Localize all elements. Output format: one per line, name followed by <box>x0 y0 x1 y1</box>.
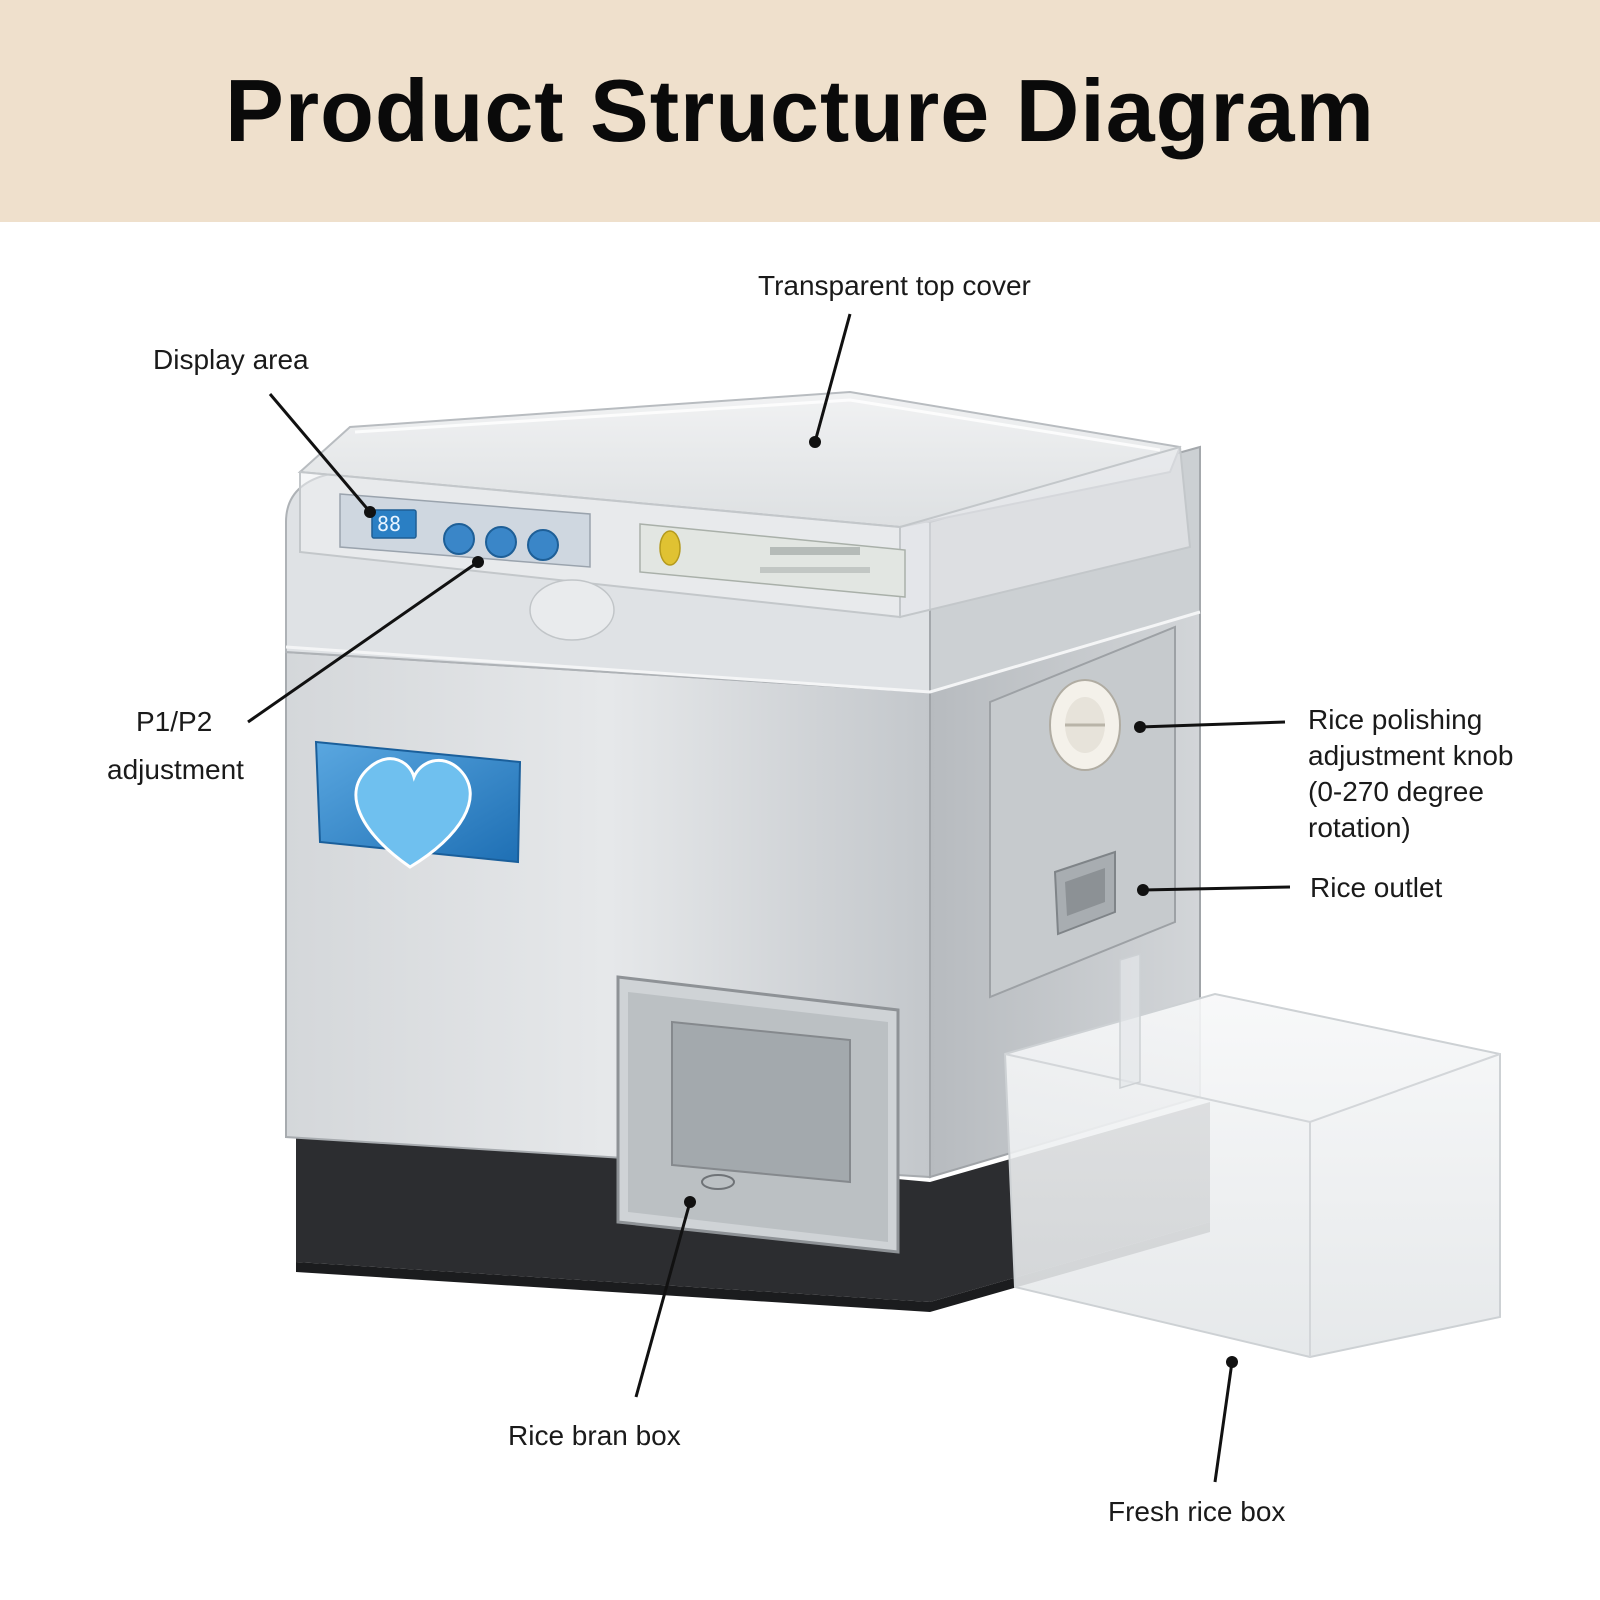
leader-rice-outlet <box>1142 885 1291 892</box>
leader-fresh-box <box>1213 1361 1234 1483</box>
rice-polisher-illustration <box>247 313 1501 1483</box>
lcd-display <box>371 509 417 539</box>
side-access-panel <box>989 625 1176 999</box>
label-p1p2-line1: P1/P2 <box>136 706 213 737</box>
page-title: Product Structure Diagram <box>225 61 1375 160</box>
control-button-1 <box>443 523 475 555</box>
leader-dot-p1p2 <box>472 556 484 568</box>
heart-logo <box>354 757 472 869</box>
control-button-2 <box>485 526 517 558</box>
leader-dot-top-cover <box>809 436 821 448</box>
leader-display-area <box>268 393 372 513</box>
leader-top-cover <box>813 313 852 443</box>
fresh-rice-box <box>1003 992 1501 1359</box>
label-p1p2-line2: adjustment <box>107 754 244 785</box>
leader-dot-fresh <box>1226 1356 1238 1368</box>
label-display-area: Display area <box>153 344 309 375</box>
leader-p1p2 <box>247 560 479 724</box>
label-rice-bran-box: Rice bran box <box>508 1420 681 1451</box>
brand-logo <box>659 530 681 566</box>
title-banner: Product Structure Diagram <box>0 0 1600 222</box>
label-fresh-rice-box: Fresh rice box <box>1108 1496 1286 1527</box>
leader-dot-bran <box>684 1196 696 1208</box>
leader-dot-display <box>364 506 376 518</box>
label-rice-outlet: Rice outlet <box>1310 872 1443 903</box>
label-knob-line4: rotation) <box>1308 812 1411 843</box>
label-knob-line3: (0-270 degree <box>1308 776 1484 807</box>
diagram-area: 88 Transparent top cover Display area P1… <box>0 222 1600 1600</box>
label-knob-line2: adjustment knob <box>1308 740 1514 771</box>
leader-knob <box>1139 720 1286 729</box>
label-transparent-top-cover: Transparent top cover <box>758 270 1031 301</box>
control-button-3 <box>527 529 559 561</box>
brand-label-plate <box>639 523 906 598</box>
leader-dot-outlet <box>1137 884 1149 896</box>
leader-dot-knob <box>1134 721 1146 733</box>
lcd-readout: 88 <box>377 512 402 536</box>
label-knob-line1: Rice polishing <box>1308 704 1483 735</box>
leader-bran-box <box>634 1201 692 1398</box>
